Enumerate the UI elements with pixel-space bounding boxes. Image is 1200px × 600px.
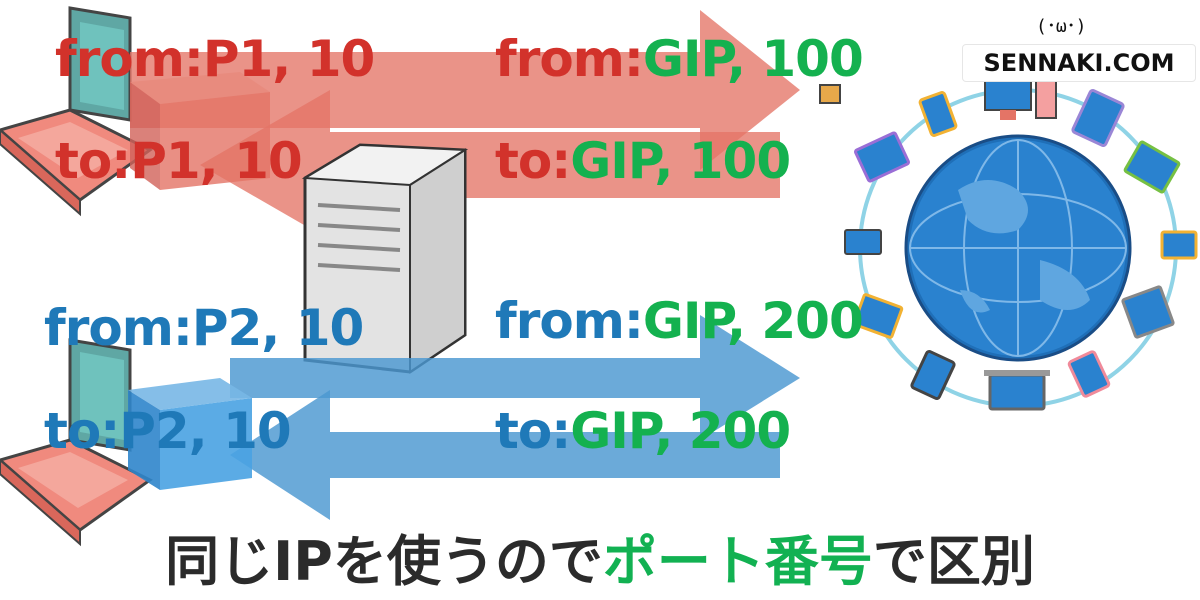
device-phone-2 bbox=[844, 229, 882, 255]
bottom-private-from-label: from:P2, 10 bbox=[44, 303, 364, 353]
prefix: from: bbox=[495, 292, 644, 350]
address: GIP, 200 bbox=[570, 402, 791, 460]
address: P2, 10 bbox=[191, 299, 364, 357]
caption-after: で区別 bbox=[872, 530, 1035, 593]
top-private-from-label: from:P1, 10 bbox=[55, 34, 375, 84]
prefix: to: bbox=[55, 132, 131, 190]
address: P2, 10 bbox=[119, 402, 291, 460]
device-phone-3 bbox=[1160, 230, 1198, 260]
device-monitor-top bbox=[984, 77, 1057, 120]
packet-box-icon-bottom bbox=[128, 378, 252, 490]
caption-highlight: ポート番号 bbox=[602, 530, 873, 593]
arrow-icon-bottom-incoming bbox=[230, 390, 780, 520]
laptop-icon-top bbox=[0, 6, 153, 217]
arrow-icon-top-outgoing bbox=[130, 10, 800, 170]
prefix: from: bbox=[44, 299, 193, 357]
device-phone-1 bbox=[918, 91, 958, 137]
address: GIP, 100 bbox=[570, 132, 791, 190]
device-laptop-2 bbox=[1123, 140, 1181, 194]
device-laptop-1 bbox=[854, 131, 910, 183]
caption: 同じIPを使うのでポート番号で区別 bbox=[0, 530, 1200, 594]
device-tablet-2 bbox=[852, 293, 904, 339]
globe-icon bbox=[819, 77, 1198, 411]
device-phone-4 bbox=[910, 350, 956, 400]
server-icon bbox=[301, 143, 469, 374]
bottom-global-from-label: from:GIP, 200 bbox=[495, 296, 864, 346]
caption-before: 同じIPを使うので bbox=[165, 530, 603, 593]
prefix: from: bbox=[55, 30, 204, 88]
top-global-from-label: from:GIP, 100 bbox=[495, 34, 864, 84]
arrow-icon-top-incoming bbox=[200, 90, 780, 240]
device-tablet-1 bbox=[1071, 89, 1125, 147]
prefix: to: bbox=[495, 132, 571, 190]
packet-box-icon-top bbox=[130, 72, 270, 190]
prefix: from: bbox=[495, 30, 644, 88]
device-phone-5 bbox=[1067, 350, 1111, 398]
brand-face: (･ω･) bbox=[1036, 16, 1087, 37]
device-small-1 bbox=[819, 84, 841, 104]
prefix: to: bbox=[44, 402, 120, 460]
top-global-to-label: to:GIP, 100 bbox=[495, 136, 791, 186]
top-private-to-label: to:P1, 10 bbox=[55, 136, 303, 186]
address: P1, 10 bbox=[130, 132, 302, 190]
arrow-icon-bottom-outgoing bbox=[230, 315, 800, 440]
bottom-private-to-label: to:P2, 10 bbox=[44, 406, 292, 456]
address: P1, 10 bbox=[202, 30, 375, 88]
bottom-global-to-label: to:GIP, 200 bbox=[495, 406, 791, 456]
device-laptop-3 bbox=[984, 370, 1050, 411]
address: GIP, 200 bbox=[642, 292, 864, 350]
site-logo: SENNAKI.COM bbox=[962, 44, 1196, 82]
prefix: to: bbox=[495, 402, 571, 460]
device-pc-1 bbox=[1121, 285, 1175, 339]
address: GIP, 100 bbox=[642, 30, 864, 88]
